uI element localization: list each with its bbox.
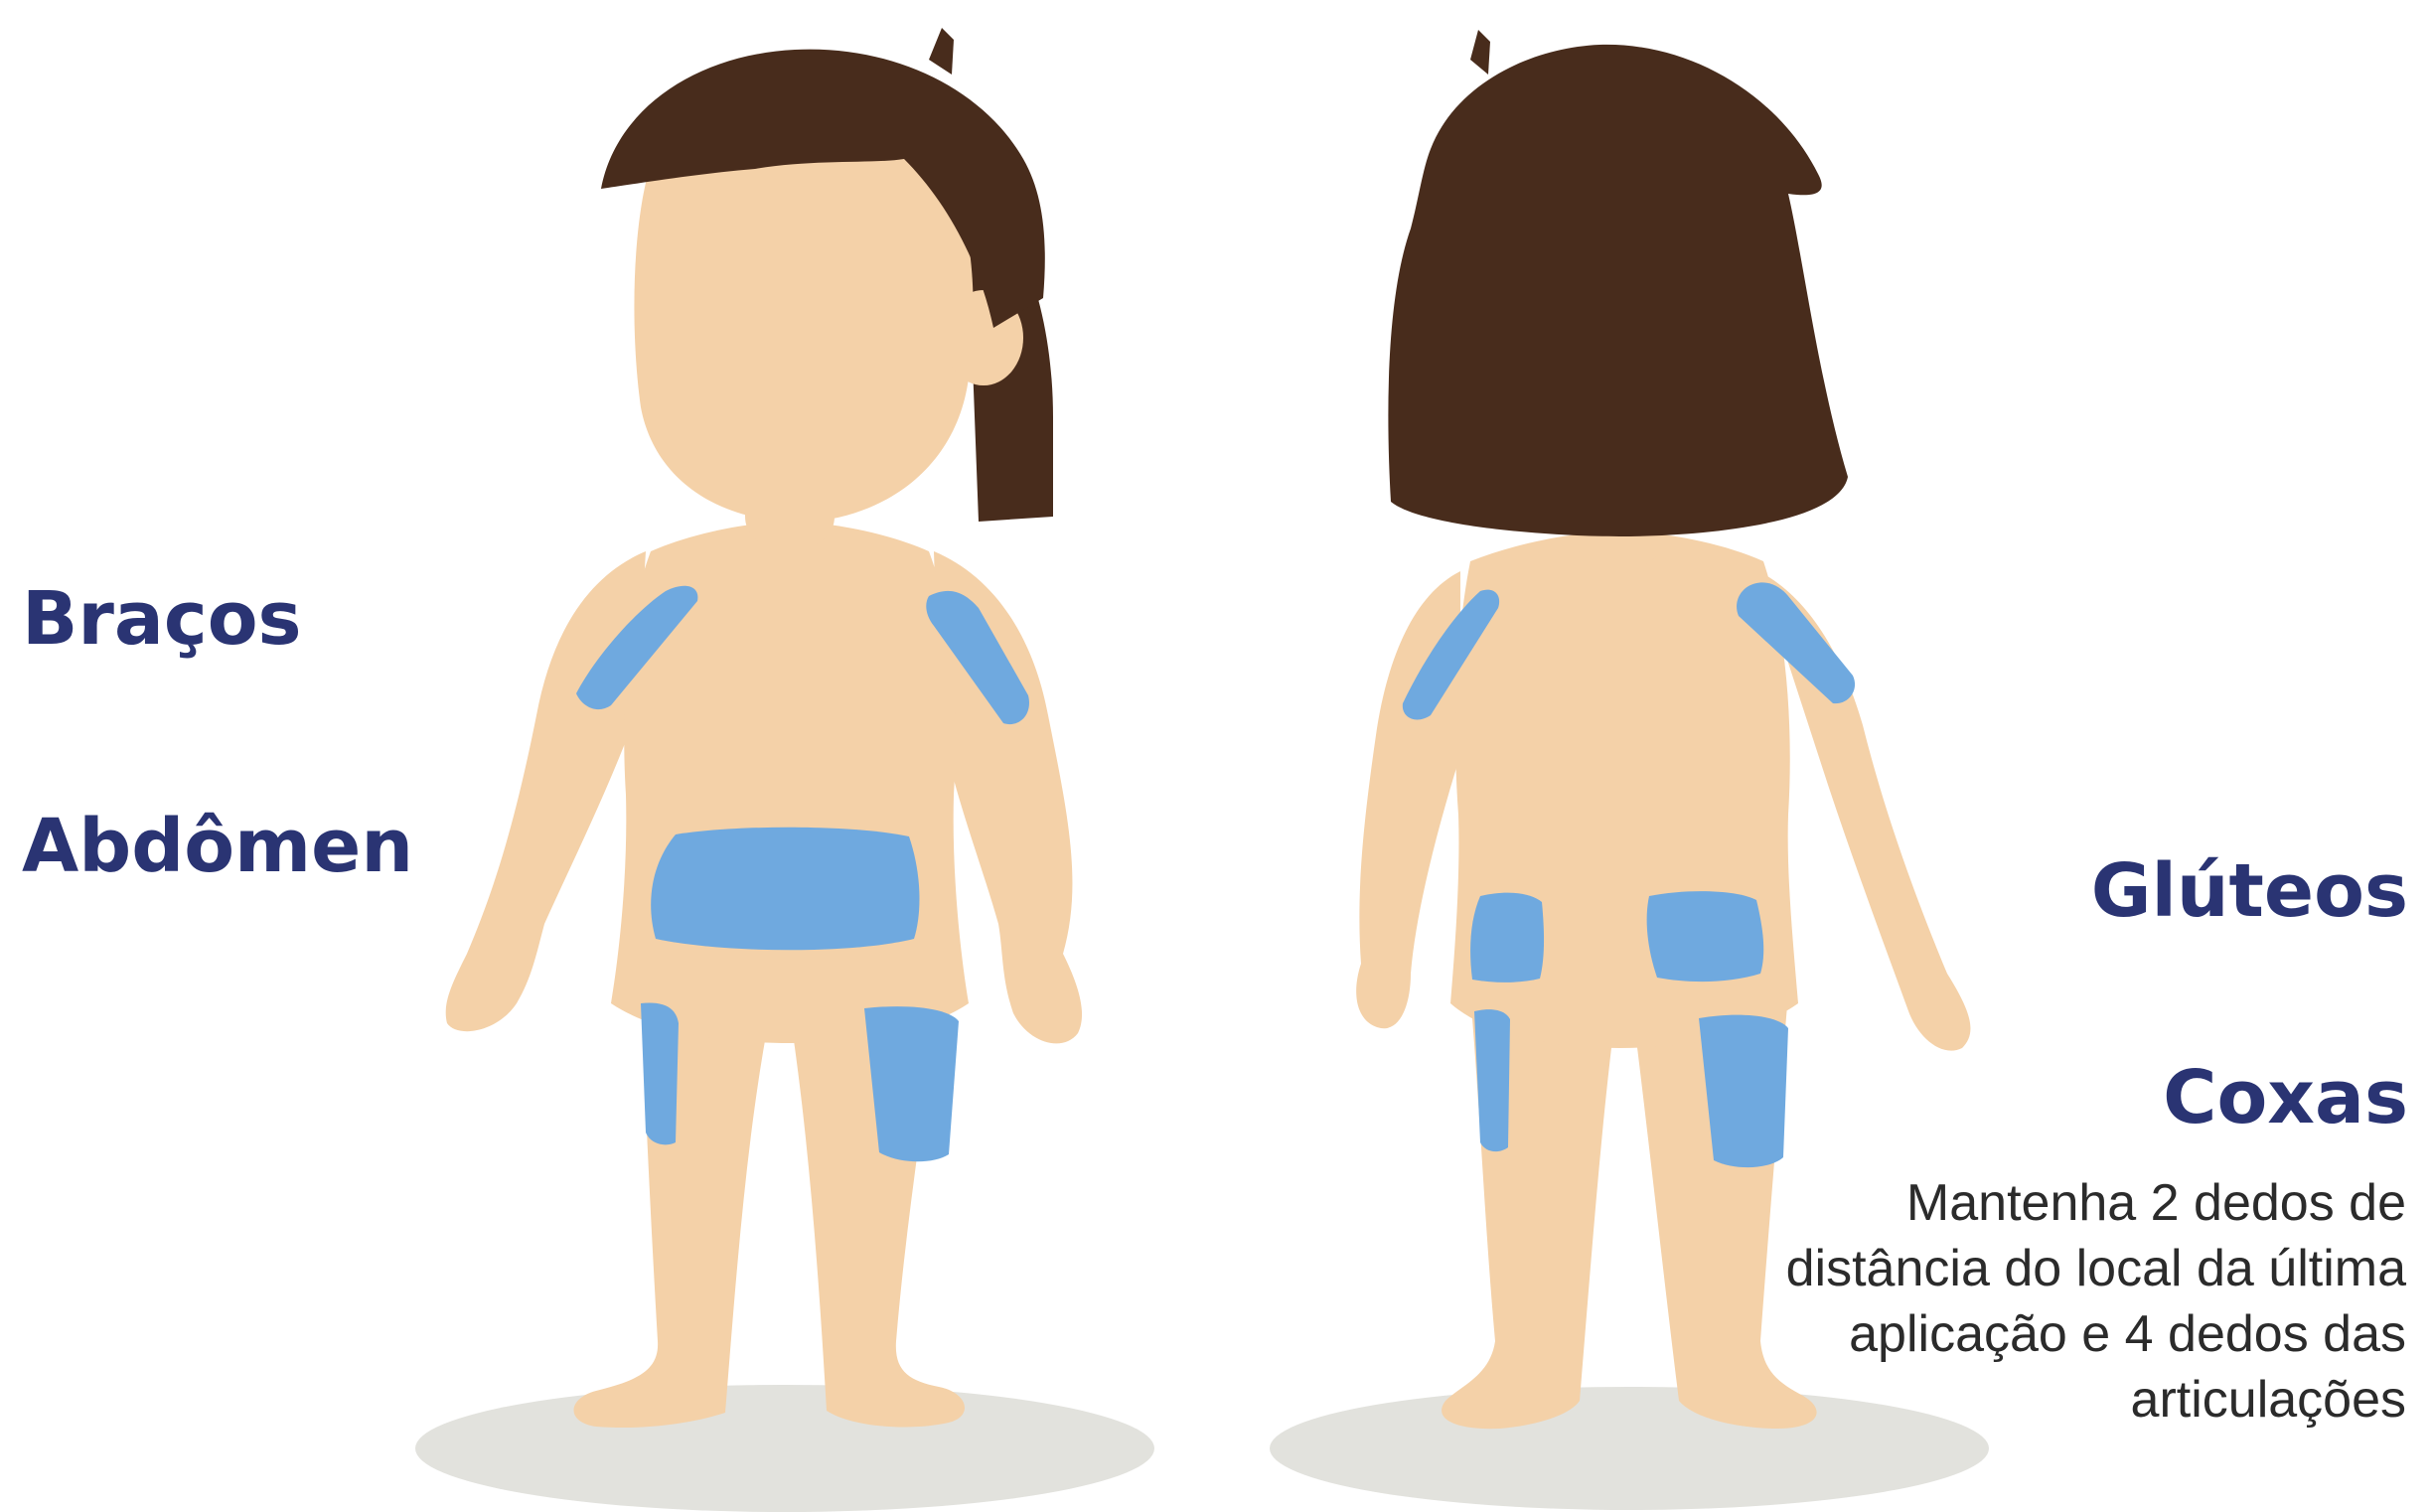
back-zone-left-buttock xyxy=(1470,893,1544,983)
back-hair-tuft xyxy=(1470,30,1490,75)
label-buttocks: Glúteos xyxy=(2091,854,2408,928)
front-zone-right-thigh xyxy=(864,1006,959,1161)
label-thighs: Coxas xyxy=(2163,1061,2408,1134)
front-left-arm xyxy=(446,551,646,1031)
front-shadow xyxy=(415,1385,1154,1512)
back-zone-right-thigh xyxy=(1699,1015,1788,1168)
front-zone-left-thigh xyxy=(641,1003,679,1145)
front-figure xyxy=(415,28,1154,1512)
back-left-leg xyxy=(1442,993,1614,1429)
front-hair-tuft xyxy=(929,28,954,75)
back-hair xyxy=(1388,45,1848,536)
injection-note: Mantenha 2 dedos de distância do local d… xyxy=(1770,1170,2406,1433)
label-abdomen: Abdômen xyxy=(22,810,413,883)
label-arms: Braços xyxy=(22,582,302,656)
front-head xyxy=(634,129,973,522)
back-zone-left-thigh xyxy=(1474,1009,1510,1151)
leader-lines xyxy=(22,666,2408,1140)
